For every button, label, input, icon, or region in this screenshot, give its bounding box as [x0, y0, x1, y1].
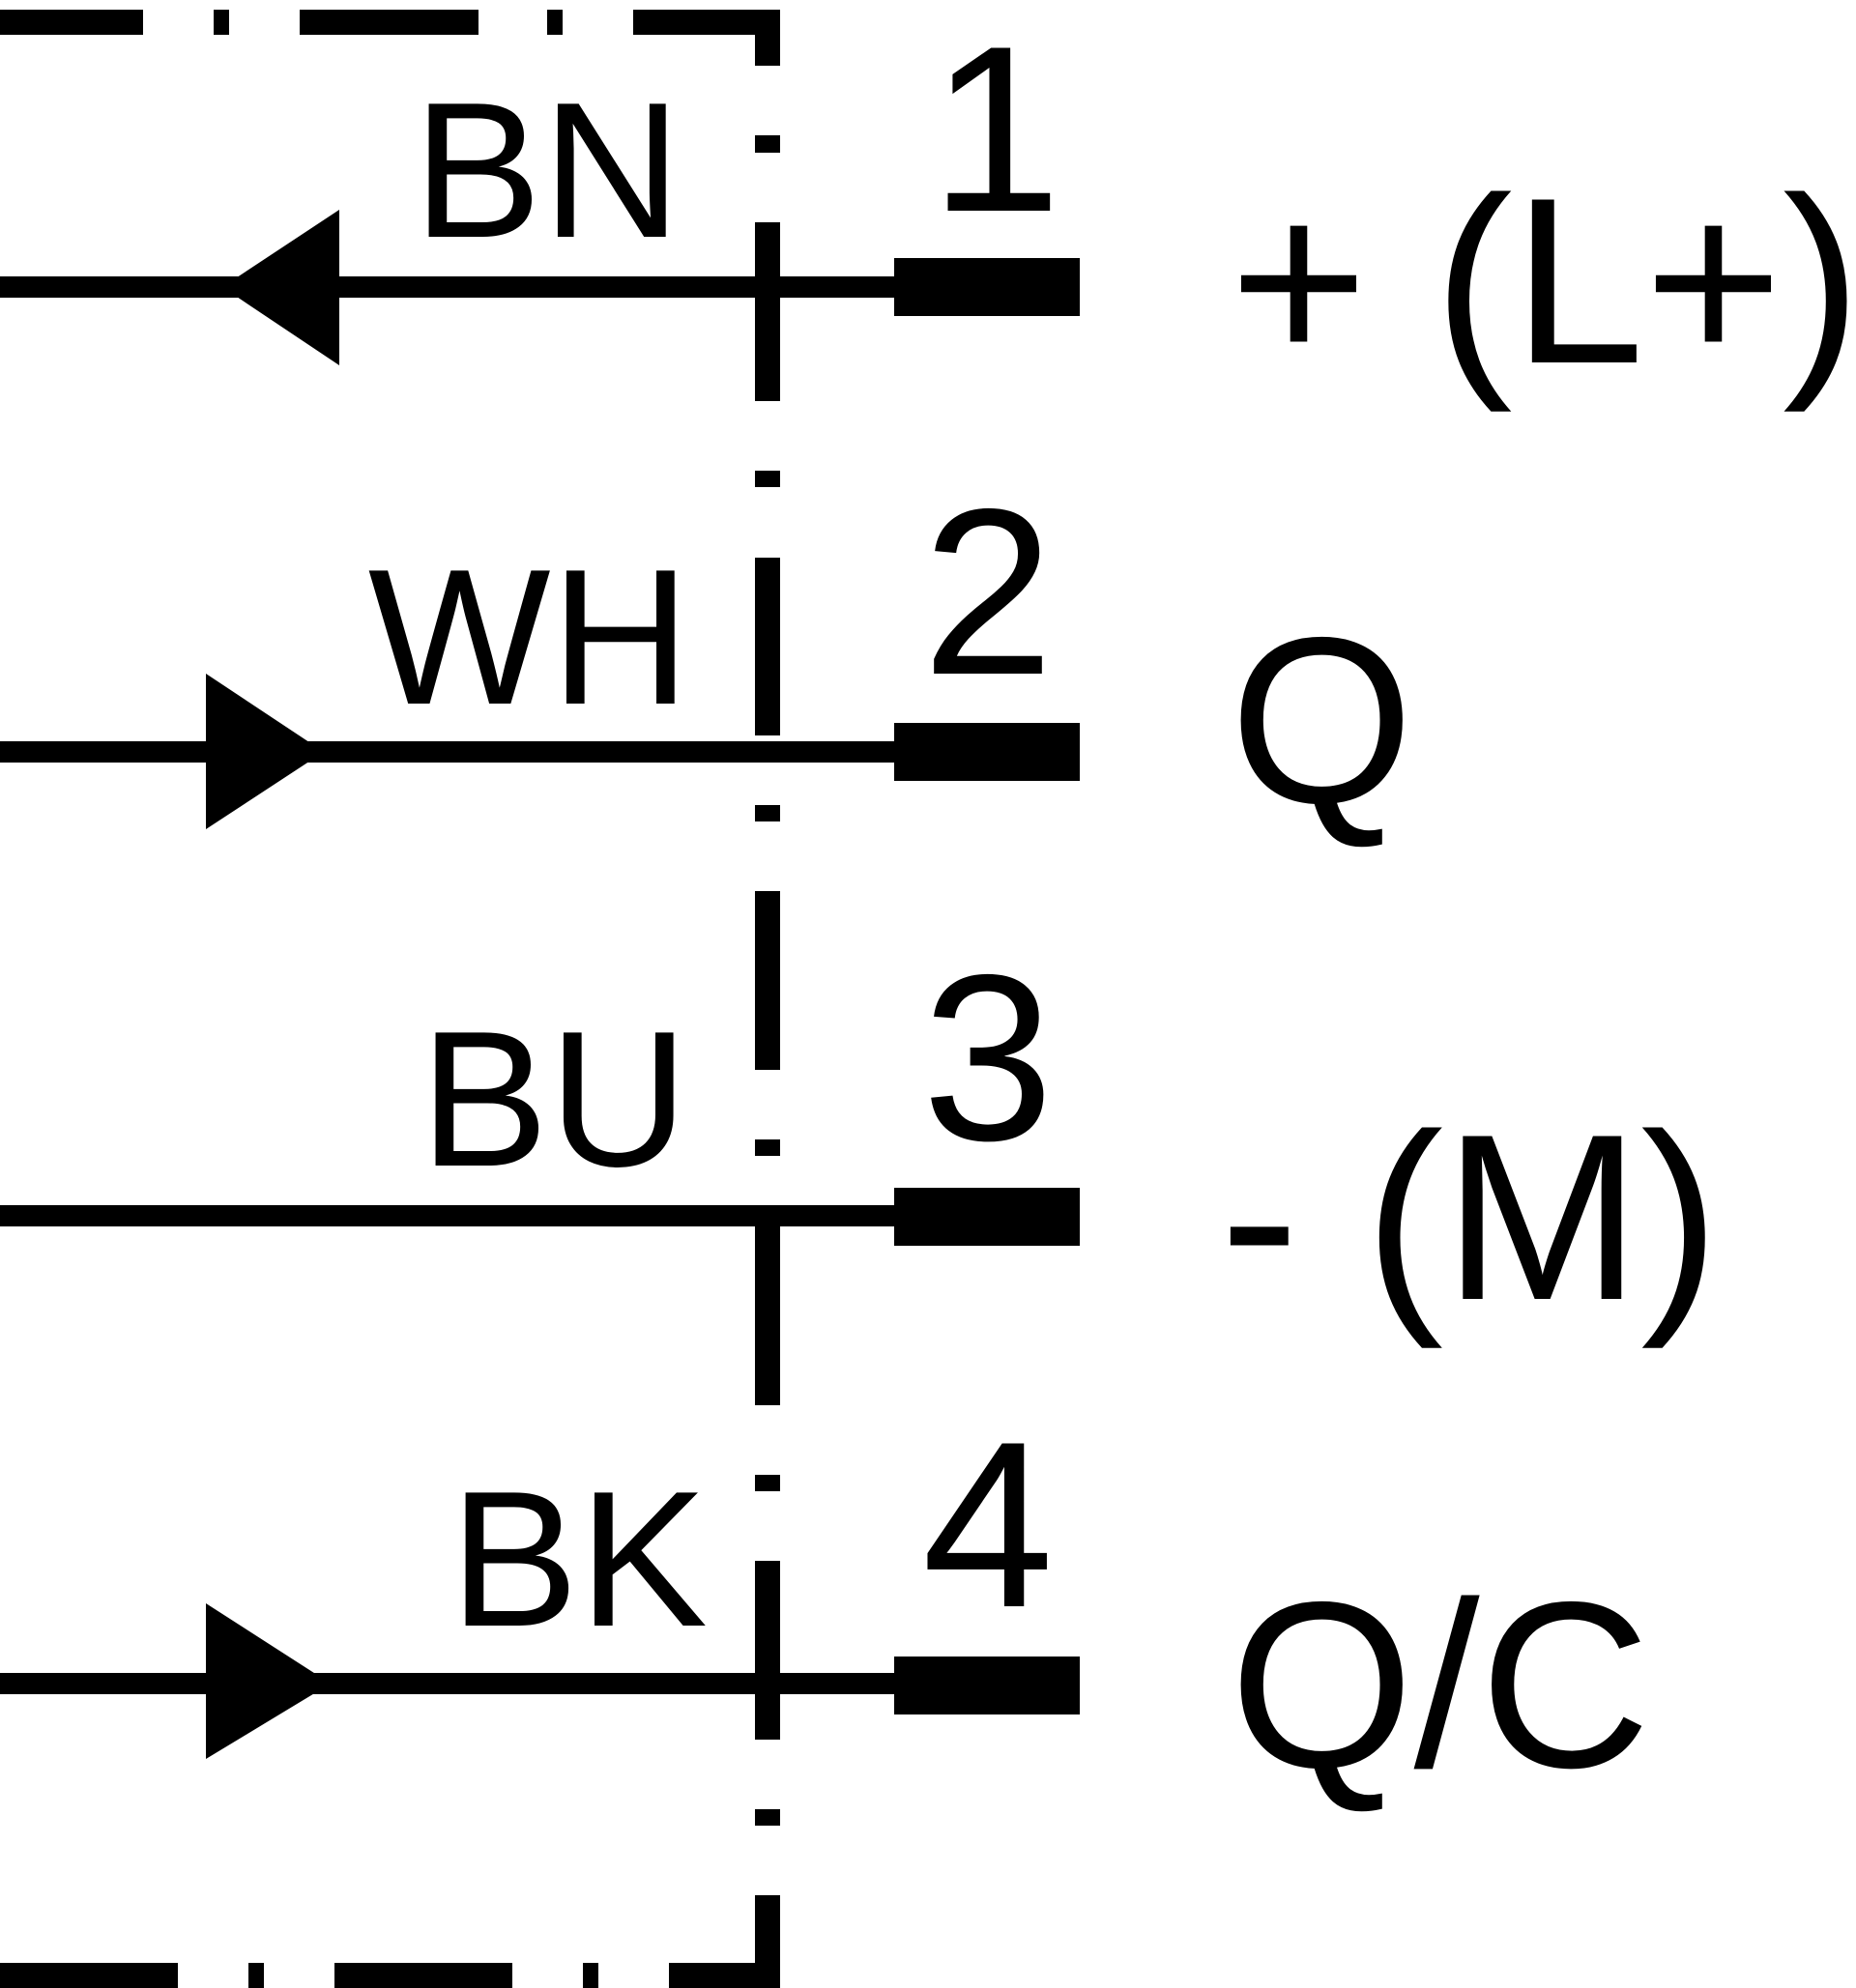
- pin-number: 4: [922, 1392, 1054, 1657]
- boundary-segment: [755, 1225, 780, 1405]
- wire-line: [0, 1673, 894, 1694]
- signal-name: Q/C: [1230, 1552, 1651, 1817]
- connection-row-3: BU 3 - (M): [0, 925, 1720, 1349]
- connection-row-4: BK 4 Q/C: [0, 1392, 1651, 1817]
- boundary-segment: [755, 1561, 780, 1740]
- connection-row-1: BN 1 + (L+): [0, 0, 1856, 413]
- terminal-pin: [894, 1188, 1080, 1246]
- boundary-segment: [755, 891, 780, 1070]
- wire-line: [0, 1205, 894, 1226]
- signal-name: + (L+): [1230, 148, 1856, 413]
- boundary-segment: [755, 1139, 780, 1156]
- device-boundary: [0, 10, 780, 1988]
- boundary-segment: [248, 1963, 264, 1988]
- boundary-segment: [755, 10, 780, 66]
- boundary-segment: [755, 558, 780, 735]
- boundary-segment: [583, 1963, 598, 1988]
- pin-number: 3: [922, 925, 1054, 1190]
- terminal-pin: [894, 723, 1080, 781]
- connection-row-2: WH 2 Q: [0, 459, 1414, 852]
- wire-color-label: BU: [420, 992, 688, 1207]
- wire-line: [0, 276, 894, 298]
- wire-color-label: BN: [413, 63, 682, 278]
- boundary-segment: [755, 1475, 780, 1491]
- boundary-segment: [755, 1809, 780, 1826]
- pin-number: 2: [922, 459, 1054, 724]
- boundary-segment: [214, 10, 229, 35]
- boundary-segment: [669, 1963, 780, 1988]
- pin-number: 1: [930, 0, 1061, 261]
- boundary-segment: [755, 471, 780, 487]
- boundary-segment: [547, 10, 563, 35]
- boundary-segment: [334, 1963, 512, 1988]
- wire-color-label: BK: [450, 1452, 708, 1667]
- terminal-pin: [894, 1657, 1080, 1714]
- boundary-segment: [0, 1963, 178, 1988]
- input-arrow-icon: [222, 210, 339, 365]
- boundary-segment: [755, 135, 780, 153]
- boundary-segment: [755, 222, 780, 401]
- boundary-segment: [300, 10, 478, 35]
- boundary-segment: [0, 10, 143, 35]
- wire-color-label: WH: [368, 530, 690, 745]
- output-arrow-icon: [206, 1603, 331, 1759]
- terminal-pin: [894, 258, 1080, 316]
- signal-name: - (M): [1220, 1084, 1720, 1349]
- boundary-segment: [755, 805, 780, 821]
- signal-name: Q: [1230, 588, 1414, 852]
- output-arrow-icon: [206, 674, 324, 829]
